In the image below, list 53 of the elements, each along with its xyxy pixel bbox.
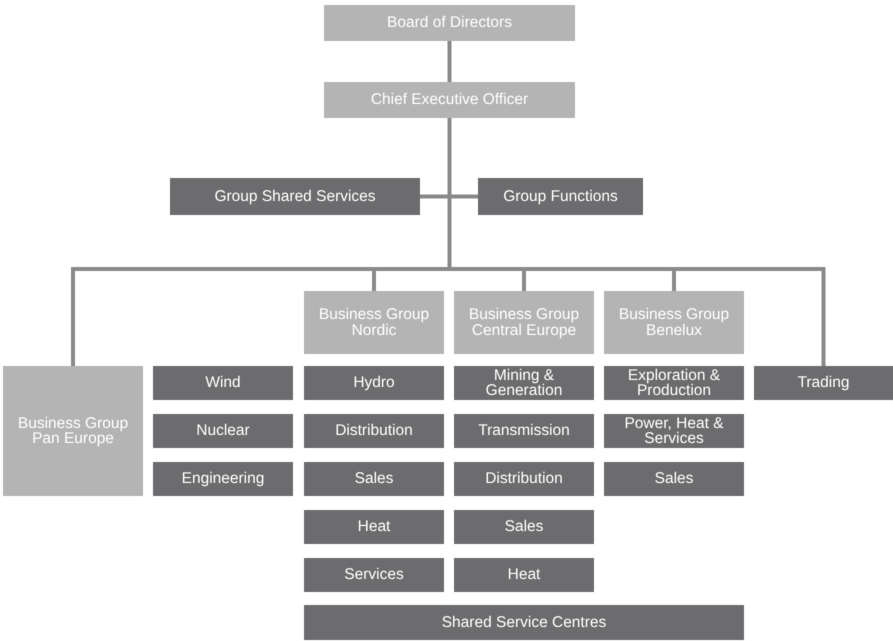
box-label: Power, Heat & Services — [623, 416, 725, 446]
box-label: Distribution — [335, 423, 413, 439]
box-label: Group Functions — [503, 188, 618, 204]
box-label: Business Group Nordic — [318, 307, 430, 338]
department-box — [153, 414, 293, 448]
department-box — [604, 366, 744, 400]
department-box — [478, 178, 643, 215]
unit-box — [3, 366, 143, 496]
department-box — [153, 462, 293, 496]
box-label: Services — [344, 567, 404, 583]
unit-box — [324, 82, 575, 118]
box-label: Distribution — [485, 471, 563, 487]
department-box — [454, 462, 594, 496]
department-box — [454, 414, 594, 448]
box-label: Chief Executive Officer — [370, 92, 528, 108]
box-label: Shared Service Centres — [442, 614, 606, 630]
department-box — [604, 414, 744, 448]
box-label: Heat — [358, 519, 390, 535]
box-label: Business Group Benelux — [618, 307, 730, 338]
box-label: Heat — [508, 567, 540, 583]
department-box — [454, 510, 594, 544]
box-label: Wind — [205, 375, 241, 391]
connector-line — [448, 41, 452, 82]
box-label: Business Group Pan Europe — [16, 416, 130, 446]
box-label: Exploration & Production — [626, 368, 722, 398]
box-label: Sales — [654, 471, 694, 487]
box-label: Mining & Generation — [484, 368, 564, 398]
unit-box — [324, 5, 575, 41]
department-box — [304, 414, 444, 448]
box-label: Business Group Central Europe — [468, 307, 580, 338]
department-box — [604, 462, 744, 496]
department-box — [304, 558, 444, 592]
box-label: Hydro — [353, 375, 395, 391]
department-box — [153, 366, 293, 400]
box-label: Trading — [798, 375, 850, 391]
box-label: Group Shared Services — [214, 188, 376, 204]
unit-box — [604, 291, 744, 354]
department-box — [304, 462, 444, 496]
unit-box — [304, 291, 444, 354]
unit-box — [454, 291, 594, 354]
box-label: Engineering — [182, 471, 264, 487]
box-label: Transmission — [478, 423, 570, 439]
box-label: Board of Directors — [387, 15, 512, 31]
department-box — [304, 366, 444, 400]
box-label: Sales — [354, 471, 394, 487]
department-box — [170, 178, 420, 215]
department-box — [304, 510, 444, 544]
department-box — [304, 605, 744, 640]
department-box — [454, 558, 594, 592]
department-box — [754, 366, 893, 400]
box-label: Nuclear — [196, 423, 250, 439]
box-label: Sales — [504, 519, 544, 535]
department-box — [454, 366, 594, 400]
